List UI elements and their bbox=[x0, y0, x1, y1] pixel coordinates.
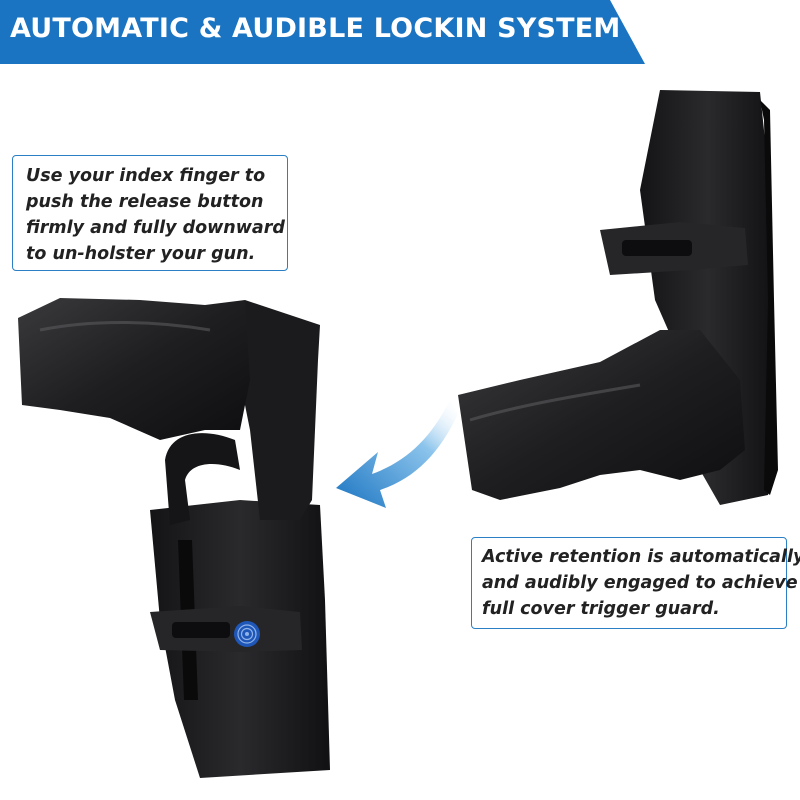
upper-pistol-grip-highlight bbox=[469, 383, 641, 422]
direction-arrow bbox=[336, 400, 458, 508]
banner-background bbox=[0, 0, 645, 64]
release-instruction-callout: Use your index finger to push the releas… bbox=[12, 155, 288, 271]
unholstering-pistol-image bbox=[18, 298, 330, 778]
lower-trigger-guard bbox=[165, 433, 240, 525]
retention-description-line-2: and audibly engaged to achieve bbox=[482, 573, 798, 593]
retention-description-line-3: full cover trigger guard. bbox=[482, 599, 720, 619]
release-instruction-line-2: push the release button bbox=[26, 192, 264, 212]
banner-title: AUTOMATIC & AUDIBLE LOCKIN SYSTEM bbox=[10, 13, 621, 44]
retention-description-line-1: Active retention is automatically bbox=[482, 547, 800, 567]
title-banner: AUTOMATIC & AUDIBLE LOCKIN SYSTEM bbox=[0, 0, 660, 64]
lower-pistol-slide bbox=[240, 300, 320, 520]
upper-lever-slot bbox=[622, 240, 692, 256]
fingerprint-icon bbox=[234, 621, 260, 647]
release-instruction-line-3: firmly and fully downward bbox=[26, 218, 285, 238]
release-instruction-line-4: to un-holster your gun. bbox=[26, 244, 256, 264]
lower-pistol-grip bbox=[18, 298, 250, 440]
lower-lever-slot bbox=[172, 622, 230, 638]
lower-pistol-grip-highlight bbox=[39, 321, 211, 332]
curved-arrow-icon bbox=[336, 400, 458, 508]
retention-description-callout: Active retention is automatically and au… bbox=[471, 537, 800, 629]
release-instruction-line-1: Use your index finger to bbox=[26, 166, 266, 186]
upper-pistol-grip bbox=[458, 330, 745, 500]
holstered-pistol-image bbox=[458, 90, 778, 505]
upper-holster-paddle bbox=[760, 100, 778, 495]
